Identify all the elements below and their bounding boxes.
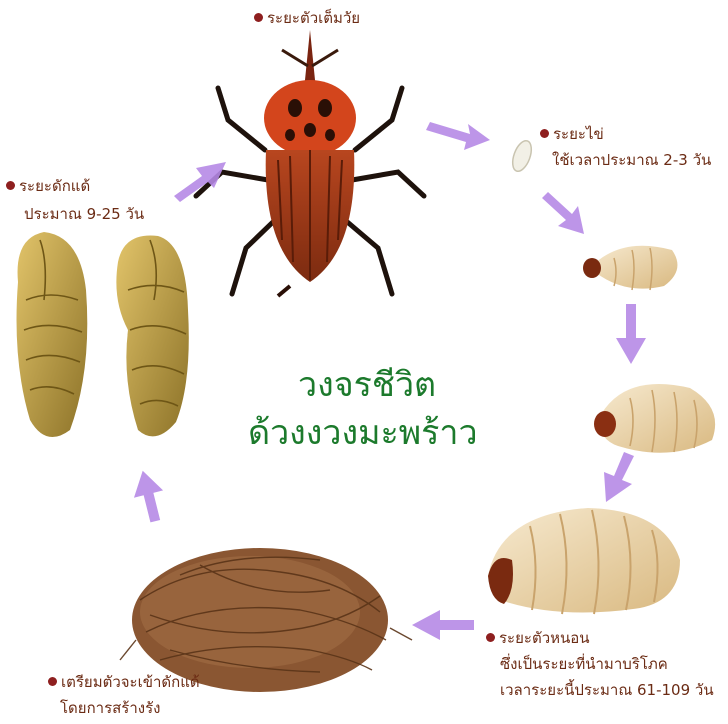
arrow-larva-to-large-larva (604, 452, 634, 502)
bullet-icon (254, 13, 263, 22)
cocoon-stage-label: เตรียมตัวจะเข้าดักแด้ (48, 672, 200, 692)
pupa-stage-detail: ประมาณ 9-25 วัน (24, 204, 144, 224)
pupa-stage-label: ระยะดักแด้ (6, 176, 90, 196)
large-larva-image (488, 508, 680, 614)
bullet-icon (48, 677, 57, 686)
arrow-egg-to-larva (542, 192, 584, 234)
pupa-image (17, 232, 189, 437)
egg-stage-detail: ใช้เวลาประมาณ 2-3 วัน (552, 150, 711, 170)
larva-stage-detail-2: เวลาระยะนี้ประมาณ 61-109 วัน (500, 680, 714, 700)
larva-stage-label: ระยะตัวหนอน (486, 628, 590, 648)
arrow-larva-to-cocoon (412, 610, 474, 640)
cocoon-stage-text: เตรียมตัวจะเข้าดักแด้ (61, 673, 200, 691)
bullet-icon (540, 129, 549, 138)
medium-larva-image (594, 384, 715, 453)
cocoon-image (120, 548, 412, 692)
larva-stage-detail-1: ซึ่งเป็นระยะที่นำมาบริโภค (500, 654, 668, 674)
larva-stage-text: ระยะตัวหนอน (499, 629, 590, 647)
adult-stage-text: ระยะตัวเต็มวัย (267, 9, 360, 27)
arrow-cocoon-to-pupa (128, 467, 170, 525)
diagram-title-line-2: ด้วงงวงมะพร้าว (248, 412, 478, 454)
adult-stage-label: ระยะตัวเต็มวัย (254, 8, 360, 28)
bullet-icon (6, 181, 15, 190)
bullet-icon (486, 633, 495, 642)
egg-image (509, 138, 535, 174)
arrow-larva-to-larva (616, 304, 646, 364)
young-larva-image (583, 246, 677, 290)
egg-stage-text: ระยะไข่ (553, 125, 604, 143)
arrow-adult-to-egg (426, 122, 490, 150)
arrow-pupa-to-adult (174, 162, 226, 202)
egg-stage-label: ระยะไข่ (540, 124, 604, 144)
pupa-stage-text: ระยะดักแด้ (19, 177, 90, 195)
cocoon-stage-detail: โดยการสร้างรัง (60, 698, 161, 718)
adult-beetle-image (196, 30, 424, 296)
diagram-title-line-1: วงจรชีวิต (298, 364, 436, 406)
